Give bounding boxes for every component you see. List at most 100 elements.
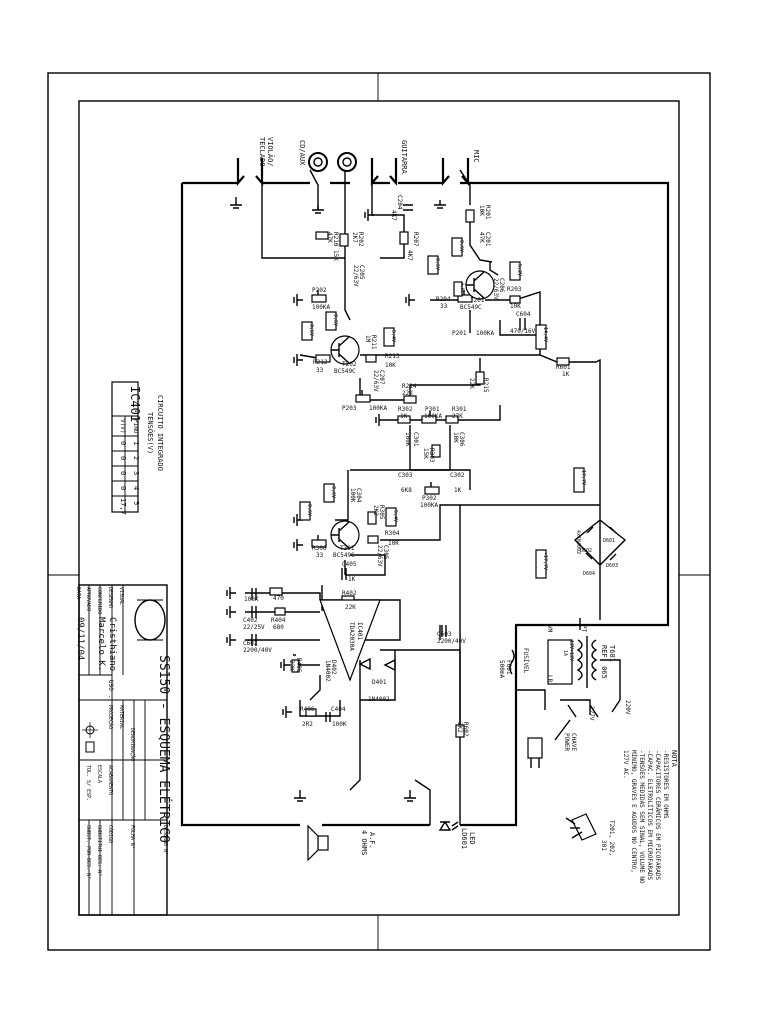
- pin-2: 2: [132, 456, 140, 460]
- transistor-pinout: [565, 813, 597, 841]
- lbl-c204-v: 4K7: [390, 210, 397, 221]
- lbl-p203: P203: [342, 405, 357, 412]
- tol-label: TOL. S/ ESP.: [85, 765, 91, 801]
- lbl-r602-v: 2K2: [456, 722, 463, 733]
- lbl-c201: C201: [484, 232, 491, 247]
- lbl-c207: C207: [378, 370, 385, 385]
- desenho-label: DESENHO: [107, 587, 113, 608]
- ic-table-ic: IC401: [128, 386, 142, 422]
- lbl-c603-v: 2200/40V: [437, 638, 466, 645]
- pin-4: 4: [132, 486, 140, 490]
- volt-2: 0,6V: [434, 258, 440, 270]
- lbl-t301: T301: [340, 545, 355, 552]
- lbl-d402-v: 1N4002: [324, 660, 331, 682]
- lbl-c603: C603: [437, 631, 452, 638]
- escala-label: ESCALA: [96, 765, 102, 783]
- lbl-c206-v: 22/63V: [492, 278, 499, 300]
- lbl-r203: R203: [507, 286, 522, 293]
- note-line-3: -CAPAC. ELETROLÍTICOS EM MICROFARADS: [646, 750, 654, 880]
- lbl-d601: D601: [603, 538, 615, 544]
- lbl-r210: R210: [332, 232, 339, 247]
- lbl-trafo-vm: VM: [546, 625, 553, 633]
- outer-border: [47, 72, 711, 951]
- input-violao: VIOLÃO/: [266, 137, 275, 167]
- transformer-t601: [547, 636, 598, 688]
- lbl-rail-14: 14,4V: [542, 327, 548, 342]
- lbl-r207-v: 4K7: [406, 250, 413, 261]
- input-mic: MIC: [472, 150, 480, 163]
- lbl-d402: D402: [330, 660, 337, 675]
- volt-1: 0,6V: [458, 240, 464, 252]
- lbl-p203-v: 100KA: [369, 405, 387, 412]
- note-line-6: 127V AC.: [622, 750, 629, 779]
- denominacao-label: DENOMINAÇÃO: [129, 728, 136, 761]
- power-plug: [527, 737, 543, 768]
- input-teclado: TECLADO: [258, 137, 266, 167]
- lbl-f601-v: 500mA: [498, 660, 505, 678]
- lbl-c207-v: 22/63V: [372, 370, 379, 392]
- lbl-r303: R303: [428, 448, 435, 463]
- lbl-r207: R207: [412, 232, 419, 247]
- lbl-c401: 100K: [244, 596, 259, 603]
- rca-jack-2: [337, 152, 357, 172]
- lbl-c302-v: 1K: [454, 487, 462, 494]
- lbl-c205: C205: [358, 265, 365, 280]
- circuit-wiring: [180, 169, 670, 827]
- lbl-r306: R306: [312, 545, 327, 552]
- lbl-p202-v: 100KA: [312, 304, 330, 311]
- lbl-d401-v: 1N4002: [368, 696, 390, 703]
- lbl-r210b: 15K: [332, 250, 339, 261]
- pin-3: 3: [132, 471, 140, 475]
- lbl-r405: R405: [295, 658, 302, 673]
- lbl-t601: T601: [608, 645, 616, 662]
- lbl-r305-v: 2K2: [372, 505, 379, 516]
- lbl-r405-v: 22K: [288, 660, 295, 671]
- lbl-c402-v: 22/25V: [243, 624, 265, 631]
- lbl-d603: D603: [606, 563, 618, 569]
- lbl-led: LED: [468, 832, 476, 845]
- lbl-ac-220: 220V: [624, 700, 631, 715]
- lbl-c405: C405: [342, 561, 357, 568]
- lbl-trafo-spec-2: 1A: [562, 650, 568, 656]
- lbl-p302: P302: [422, 495, 437, 502]
- lbl-r305: R305: [378, 505, 385, 520]
- ic-table-caption-2: TENSÕES(V): [146, 412, 155, 454]
- lbl-r201: R201: [484, 205, 491, 220]
- lbl-r406-v: 2R2: [302, 721, 313, 728]
- lbl-c304-v: 100K: [349, 488, 356, 503]
- title-block: SS150 - ESQUEMA ELÉTRICO DENOMINAÇÃO VIS…: [75, 584, 172, 916]
- ic-voltage-table: CIRCUITO INTEGRADO TENSÕES(V) IC401 PINO…: [111, 381, 164, 515]
- lbl-p302-v: 100KA: [420, 502, 438, 509]
- lbl-r303-v: 15K: [422, 448, 429, 459]
- val-3: 0: [119, 471, 127, 475]
- lbl-c306-v: 10K: [452, 432, 459, 443]
- lbl-c304: C304: [355, 488, 362, 503]
- lbl-c303-v: 6K8: [401, 487, 412, 494]
- lbl-ic401: IC401: [356, 622, 363, 640]
- lbl-c206: C206: [498, 278, 505, 293]
- lbl-r212-v: 33: [316, 367, 324, 374]
- val-1: 0: [119, 441, 127, 445]
- lbl-c302: C302: [450, 472, 465, 479]
- lbl-rail-17b: -17,7V: [542, 552, 548, 570]
- lbl-ic401-v: TDA2030A: [348, 622, 355, 651]
- speaker: [307, 824, 329, 862]
- lbl-r304: R304: [385, 530, 400, 537]
- lbl-c602: C602: [243, 640, 258, 647]
- ground-symbols: [226, 197, 446, 802]
- lbl-d401: D401: [372, 679, 387, 686]
- volt-3: 5,2V: [516, 264, 522, 276]
- lbl-t301-v: BC549C: [333, 552, 355, 559]
- pin-1: 1: [132, 441, 140, 445]
- lbl-r306-v: 33: [316, 552, 324, 559]
- lbl-r213: R213: [385, 353, 400, 360]
- lbl-r302-v: 1K: [400, 413, 408, 420]
- lbl-c604: C604: [516, 311, 531, 318]
- acabamento-label: ACABAMENTO: [107, 765, 113, 795]
- substitui-label: SUBSTITUI DES. N°: [96, 825, 102, 876]
- lbl-c404-v: 100K: [332, 721, 347, 728]
- lbl-c204: C204: [396, 195, 403, 210]
- lbl-r404-v: 680: [273, 624, 284, 631]
- lbl-r215-v: 22K: [468, 378, 475, 389]
- val-5: 17,7: [119, 498, 127, 515]
